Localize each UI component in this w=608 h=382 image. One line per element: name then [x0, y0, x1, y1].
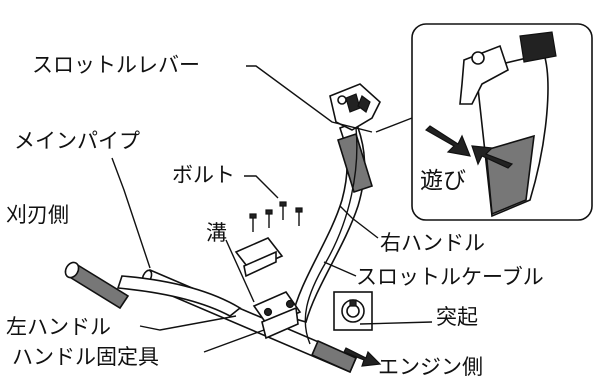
label-bolt: ボルト	[172, 163, 235, 187]
detail-inset	[411, 23, 593, 221]
throttle-cable	[304, 127, 358, 345]
label-main-pipe: メインパイプ	[14, 129, 140, 153]
label-groove: 溝	[206, 221, 227, 245]
upper-clamp	[234, 237, 284, 278]
bolt	[295, 207, 303, 226]
label-protrusion: 突起	[436, 305, 478, 329]
throttle-lever-body	[329, 83, 381, 131]
label-blade-side: 刈刃側	[6, 203, 69, 227]
left-handle	[64, 261, 242, 317]
engine-side-arrow	[343, 347, 382, 367]
handle-fixture	[252, 291, 302, 340]
label-handle-fixture: ハンドル固定具	[12, 345, 159, 369]
bolt	[265, 209, 273, 228]
bolt	[279, 201, 287, 220]
bolts	[249, 201, 303, 232]
leader-lines	[111, 65, 433, 353]
label-left-handle: 左ハンドル	[6, 315, 111, 339]
label-throttle-cable: スロットルケーブル	[356, 265, 544, 289]
label-engine-side: エンジン側	[378, 355, 483, 379]
label-right-handle: 右ハンドル	[380, 231, 485, 255]
label-play: 遊び	[420, 168, 466, 194]
label-throttle-lever: スロットルレバー	[32, 53, 200, 77]
bolt	[249, 213, 257, 232]
